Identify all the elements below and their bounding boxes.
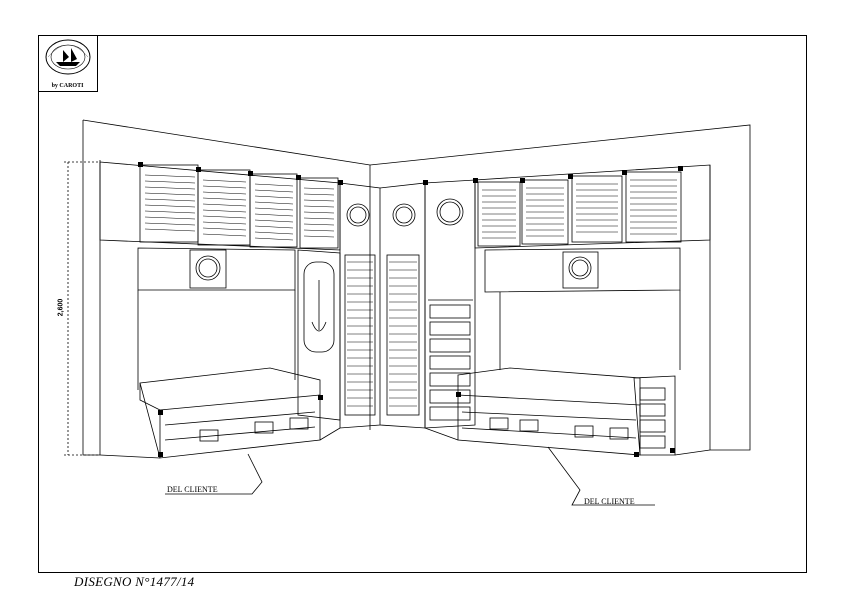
right-nightstand — [633, 375, 676, 456]
left-bridge-cabinet — [137, 247, 296, 390]
logo-by-caroti: by CAROTI — [51, 83, 84, 89]
drawing-number: DISEGNO N°1477/14 — [74, 574, 195, 589]
logo-block: by CAROTI — [38, 35, 98, 92]
right-upper-cabinets — [474, 164, 711, 249]
left-porthole-door — [297, 249, 341, 421]
ship-logo-icon — [45, 39, 91, 75]
right-bridge-cabinet — [484, 247, 681, 370]
left-bed — [139, 367, 321, 459]
wall-outline — [82, 119, 751, 451]
left-callout-label: DEL CLIENTE — [167, 485, 218, 494]
left-callout-leader — [165, 453, 263, 495]
height-dimension-label: 2,600 — [57, 298, 65, 317]
height-dimension-line — [64, 161, 100, 456]
right-callout-label: DEL CLIENTE — [584, 497, 635, 506]
center-drawer-chest — [424, 179, 476, 429]
sheet-frame — [38, 35, 807, 573]
right-bed — [457, 367, 641, 456]
corner-wardrobe — [339, 182, 426, 429]
right-callout-leader — [547, 446, 655, 506]
